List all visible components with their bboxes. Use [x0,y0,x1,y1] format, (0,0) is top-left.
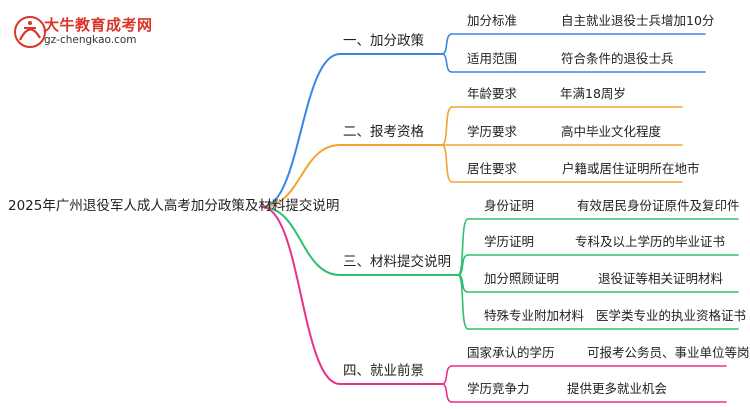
leaf-1-2-value: 符合条件的退役士兵 [561,51,674,66]
leaf-1-1-label: 加分标准 [467,13,518,28]
leaf-2-2-value: 高中毕业文化程度 [561,124,662,139]
link-branch-2-leaf-3 [441,144,453,183]
link-root-branch-3 [261,206,341,276]
site-logo: 大牛教育成考网 gz-chengkao.com [12,10,172,50]
leaf-3-2-value: 专科及以上学历的毕业证书 [575,234,726,249]
leaf-3-3-value: 退役证等相关证明材料 [598,271,724,286]
leaf-2-2-label: 学历要求 [467,124,518,139]
link-root-branch-2 [261,144,341,208]
link-branch-4-leaf-1 [441,365,453,385]
leaf-4-1-label: 国家承认的学历 [467,345,555,360]
leaf-1-2-label: 适用范围 [467,51,518,66]
leaf-2-1-value: 年满18周岁 [560,86,626,101]
root-node: 2025年广州退役军人成人高考加分政策及材料提交说明 [8,198,340,214]
branch-2-label: 二、报考资格 [343,124,424,140]
leaf-4-2-label: 学历竞争力 [467,381,530,396]
leaf-3-1-value: 有效居民身份证原件及复印件 [577,198,740,213]
branch-3-label: 三、材料提交说明 [343,254,451,270]
link-branch-1-leaf-1 [441,33,453,55]
link-root-branch-1 [261,53,341,208]
leaf-2-3-label: 居住要求 [467,161,518,176]
leaf-3-4-label: 特殊专业附加材料 [484,308,585,323]
logo-url: gz-chengkao.com [44,34,137,46]
leaf-4-2-value: 提供更多就业机会 [567,381,668,396]
logo-mark-icon [14,16,46,48]
leaf-2-3-value: 户籍或居住证明所在地市 [562,161,700,176]
leaf-2-1-label: 年龄要求 [467,86,518,101]
logo-title: 大牛教育成考网 [44,16,153,34]
link-branch-1-leaf-2 [441,53,453,73]
leaf-3-1-label: 身份证明 [484,198,535,213]
link-branch-2-leaf-1 [441,106,453,146]
leaf-4-1-value: 可报考公务员、事业单位等岗位 [587,345,750,360]
leaf-3-4-value: 医学类专业的执业资格证书 [596,308,747,323]
branch-4-label: 四、就业前景 [343,363,424,379]
branch-1-label: 一、加分政策 [343,33,424,49]
leaf-3-2-label: 学历证明 [484,234,535,249]
leaf-1-1-value: 自主就业退役士兵增加10分 [561,13,715,28]
leaf-3-3-label: 加分照顾证明 [484,271,560,286]
link-root-branch-4 [261,206,341,385]
link-branch-4-leaf-2 [441,383,453,403]
link-branch-3-leaf-4 [457,274,469,330]
